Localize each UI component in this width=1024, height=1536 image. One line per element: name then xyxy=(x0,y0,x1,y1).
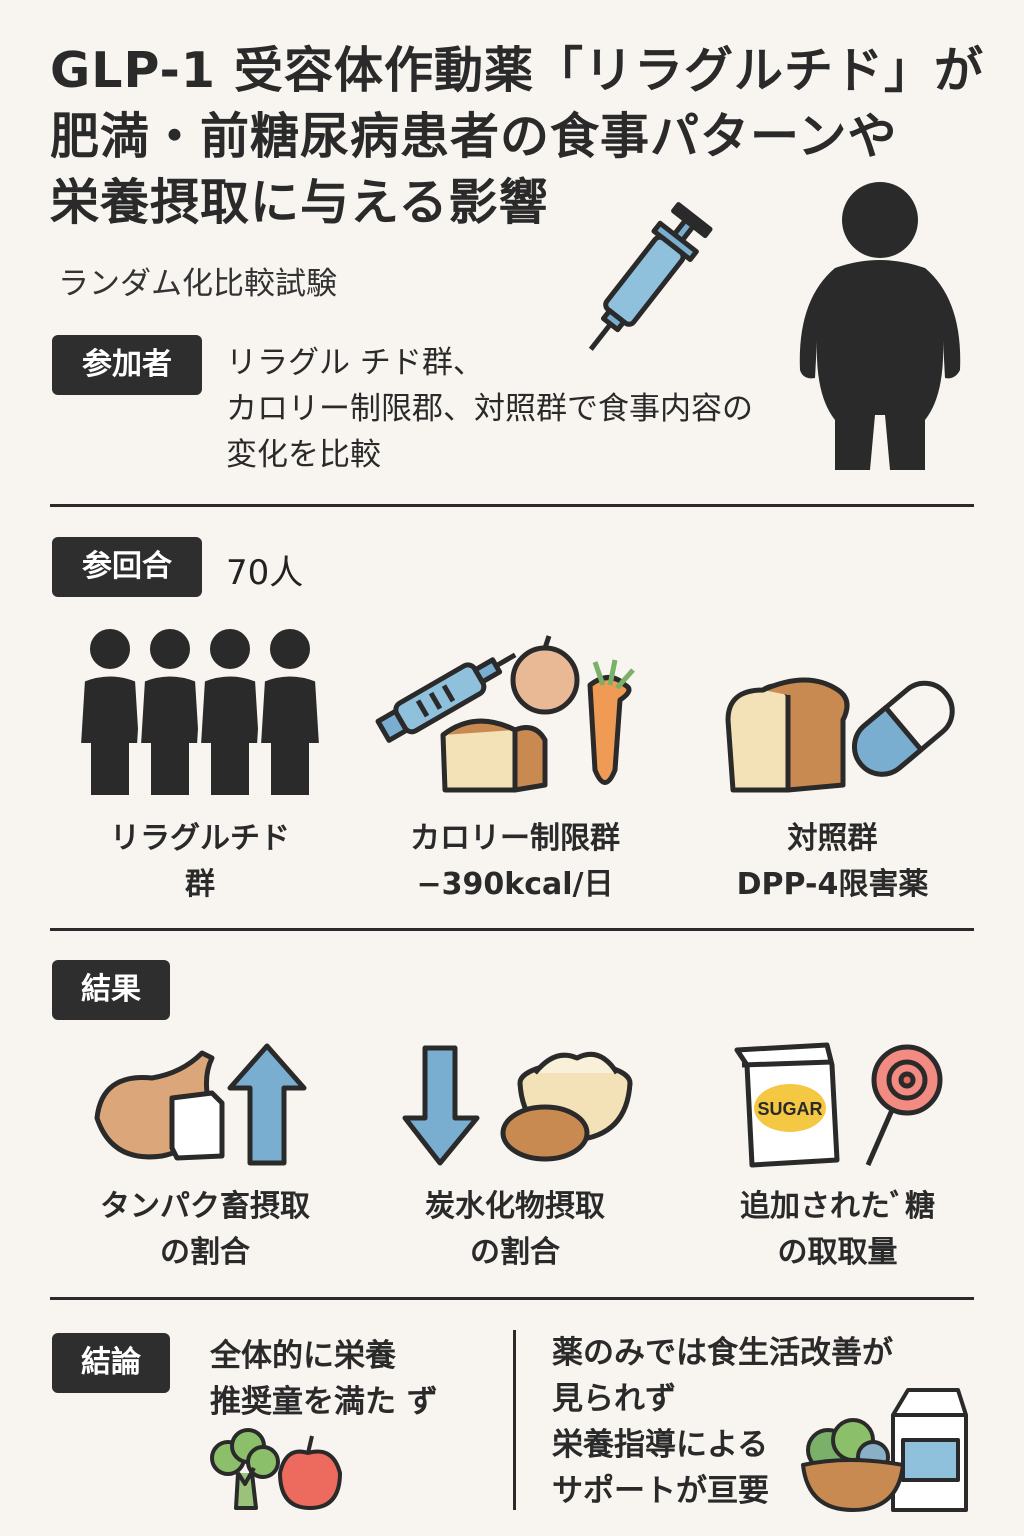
participants-line-2: カロリー制限郡、対照群で食事内容の xyxy=(226,391,753,427)
person-silhouette-icon xyxy=(799,182,961,470)
participants-line-1: リラグル チド群、 xyxy=(226,345,484,381)
calorie-food-icon xyxy=(375,635,635,793)
page-title: GLP-1 受容体作動薬「リラグルチド」が 肥満・前糖尿病患者の食事パターンや … xyxy=(50,38,984,236)
conclusion-right-line-4: サポートが亘要 xyxy=(552,1473,769,1509)
participants-line-3: 変化を比較 xyxy=(226,437,381,473)
conclusion-label: 結論 xyxy=(52,1333,170,1393)
title-line-2: 肥満・前糖尿病患者の食事パターンや xyxy=(50,108,898,165)
result-caption-carbs: 炭水化物摂取 の割合 xyxy=(380,1184,650,1276)
conclusion-left-line-2: 推奨童を満た ず xyxy=(210,1384,438,1420)
carbs-down-icon xyxy=(402,1045,633,1166)
participants-label: 参加者 xyxy=(52,335,202,395)
conclusion-left-line-1: 全体的に栄養 xyxy=(210,1338,396,1374)
bread-and-pill-icon xyxy=(725,677,955,793)
result-3-line-2: の取取量 xyxy=(777,1235,898,1270)
group-3-line-2: DPP-4限害薬 xyxy=(736,867,929,902)
protein-up-icon xyxy=(94,1043,307,1166)
result-1-line-2: の割合 xyxy=(160,1235,250,1270)
conclusion-right: 薬のみでは食生活改善が 見られず 栄養指導による サポートが亘要 xyxy=(552,1330,893,1514)
conclusion-right-line-1: 薬のみでは食生活改善が xyxy=(552,1335,893,1371)
participants-description: リラグル チド群、 カロリー制限郡、対照群で食事内容の 変化を比較 xyxy=(226,340,753,478)
result-2-line-1: 炭水化物摂取 xyxy=(425,1189,605,1224)
group-2-line-2: −390kcal/日 xyxy=(416,867,614,902)
group-caption-control: 対照群 DPP-4限害薬 xyxy=(700,816,965,908)
vegetable-apple-icon xyxy=(210,1428,342,1510)
title-line-1: GLP-1 受容体作動薬「リラグルチド」が xyxy=(50,42,984,99)
divider-1 xyxy=(50,504,974,507)
divider-3 xyxy=(50,1297,974,1300)
group-caption-calorie: カロリー制限群 −390kcal/日 xyxy=(365,816,665,908)
count-value: 70人 xyxy=(226,553,304,593)
group-caption-liraglutide: リラグルチド 群 xyxy=(60,816,340,908)
group-2-line-1: カロリー制限群 xyxy=(410,821,620,856)
count-label: 参回合 xyxy=(52,537,202,597)
group-1-line-1: リラグルチド xyxy=(110,821,290,856)
conclusion-right-line-3: 栄養指導による xyxy=(552,1427,769,1463)
sugar-bag-label: SUGAR xyxy=(757,1099,822,1119)
result-caption-sugar: 追加されたﾞ糖 の取取量 xyxy=(700,1184,975,1276)
divider-2 xyxy=(50,928,974,931)
results-label: 結果 xyxy=(52,960,170,1020)
people-group-icon xyxy=(76,625,324,799)
conclusion-left: 全体的に栄養 推奨童を満た ず xyxy=(210,1333,438,1425)
result-2-line-2: の割合 xyxy=(470,1235,560,1270)
sugar-and-candy-icon: SUGAR xyxy=(734,1042,943,1168)
conclusion-divider xyxy=(513,1330,516,1510)
group-1-line-2: 群 xyxy=(185,867,215,902)
result-caption-protein: タンパク畜摂取 の割合 xyxy=(60,1184,350,1276)
group-3-line-1: 対照群 xyxy=(787,821,878,856)
syringe-icon xyxy=(588,202,713,351)
subtitle: ランダム化比較試験 xyxy=(58,266,337,302)
result-3-line-1: 追加されたﾞ糖 xyxy=(740,1189,935,1224)
title-line-3: 栄養摂取に与える影響 xyxy=(50,174,549,231)
result-1-line-1: タンパク畜摂取 xyxy=(100,1189,310,1224)
salad-milk-icon xyxy=(801,1388,968,1512)
conclusion-right-line-2: 見られず xyxy=(552,1381,676,1417)
